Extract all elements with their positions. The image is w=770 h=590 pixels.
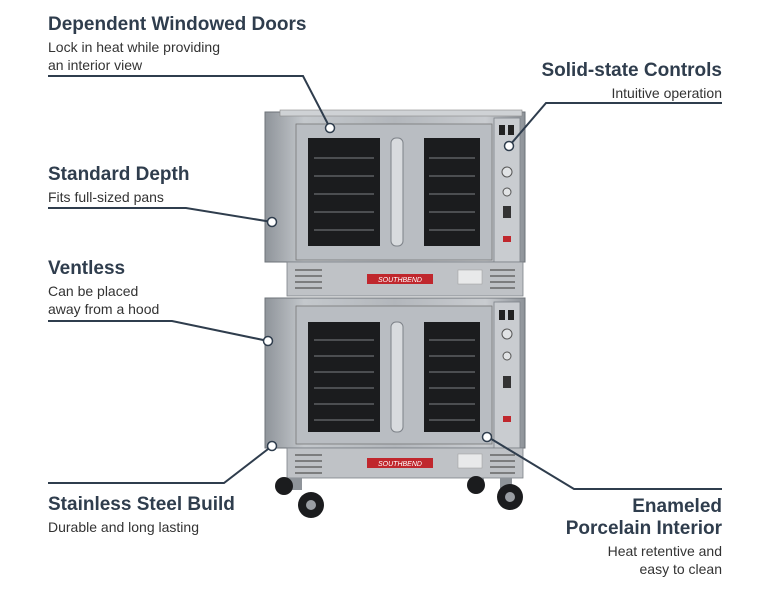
callout-controls-title: Solid-state Controls: [541, 60, 722, 81]
lower-left-window: [308, 322, 380, 432]
lower-door-handle: [390, 321, 404, 433]
callout-controls: Solid-state Controls Intuitive operation: [541, 60, 722, 102]
callout-steel-desc: Durable and long lasting: [48, 519, 199, 535]
leader-dots: [262, 122, 515, 452]
leader-ventless: [48, 320, 269, 342]
leader-doors: [48, 75, 331, 129]
leader-enamel: [487, 436, 722, 490]
upper-left-window: [308, 138, 380, 246]
leader-lines: [48, 75, 722, 490]
lower-control-panel: [493, 301, 521, 449]
upper-door-handle: [390, 137, 404, 247]
callout-steel-title: Stainless Steel Build: [48, 494, 235, 515]
callout-depth-desc: Fits full-sized pans: [48, 189, 164, 205]
upper-control-panel: [493, 117, 521, 263]
upper-right-window: [424, 138, 480, 246]
upper-brand-plate: [367, 274, 433, 284]
leader-depth: [48, 207, 273, 223]
lower-oven: SOUTHBEND: [264, 297, 526, 479]
lower-brand-text: SOUTHBEND: [378, 461, 422, 468]
leader-steel: [48, 445, 273, 484]
upper-brand-text: SOUTHBEND: [378, 277, 422, 284]
callout-ventless-title: Ventless: [48, 258, 126, 279]
callout-depth: Standard Depth Fits full-sized pans: [48, 164, 189, 206]
callout-doors: Dependent Windowed Doors Lock in heat wh…: [48, 14, 306, 74]
upper-oven: SOUTHBEND: [264, 109, 526, 297]
callout-depth-title: Standard Depth: [48, 164, 190, 185]
casters: [275, 476, 523, 518]
leader-controls: [509, 102, 722, 146]
callout-steel: Stainless Steel Build Durable and long l…: [48, 494, 235, 536]
lower-right-window: [424, 322, 480, 432]
callout-doors-title: Dependent Windowed Doors: [48, 14, 307, 35]
lower-brand-plate: [367, 458, 433, 468]
callout-controls-desc: Intuitive operation: [611, 85, 722, 101]
